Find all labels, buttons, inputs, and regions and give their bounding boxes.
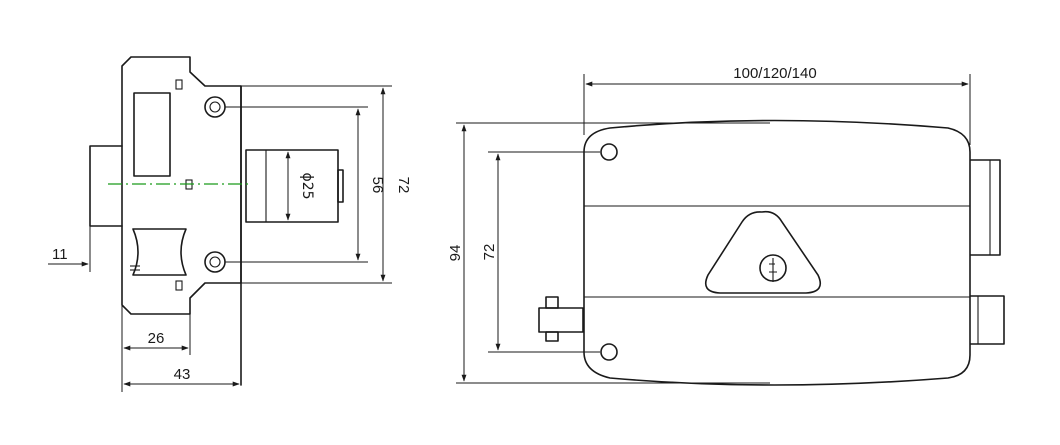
- front-key-escutcheon: [704, 210, 822, 294]
- front-dim-94-label: 94: [447, 245, 464, 262]
- front-dim-72-label: 72: [481, 244, 498, 261]
- side-view: 72 56 ɸ25 11 26 43: [48, 56, 412, 392]
- side-dim-11-label: 11: [52, 246, 68, 263]
- front-key-icon: [769, 258, 777, 282]
- front-dim-width-label: 100/120/140: [733, 65, 816, 82]
- side-small-square-bottom: [175, 280, 183, 291]
- side-small-square-top: [175, 79, 183, 90]
- front-left-handle-cap: [545, 296, 559, 309]
- front-deadbolt-right: [965, 159, 1001, 256]
- side-screw-hole-bottom-inner: [209, 256, 221, 268]
- front-left-handle: [538, 307, 584, 333]
- side-bolt-window: [133, 92, 171, 177]
- side-dim-56-label: 56: [369, 177, 386, 194]
- side-screw-hole-bottom: [204, 251, 226, 273]
- side-dim-26-label: 26: [148, 330, 165, 347]
- side-cylinder-tail: [337, 169, 344, 203]
- front-latch-right: [965, 295, 1005, 345]
- front-view: 100/120/140 94 72: [447, 65, 1005, 386]
- side-dim-43-label: 43: [174, 366, 191, 383]
- front-screw-hole-top: [600, 143, 618, 161]
- side-dim-72-label: 72: [395, 177, 412, 194]
- side-dim-d25-label: ɸ25: [299, 172, 315, 199]
- side-deadbolt: [89, 145, 123, 227]
- side-screw-hole-top-inner: [209, 101, 221, 113]
- side-cylinder-body: [245, 149, 339, 223]
- side-screw-hole-top: [204, 96, 226, 118]
- front-left-handle-cap-bottom: [545, 331, 559, 342]
- side-latch-spool: [132, 228, 187, 276]
- front-screw-hole-bottom: [600, 343, 618, 361]
